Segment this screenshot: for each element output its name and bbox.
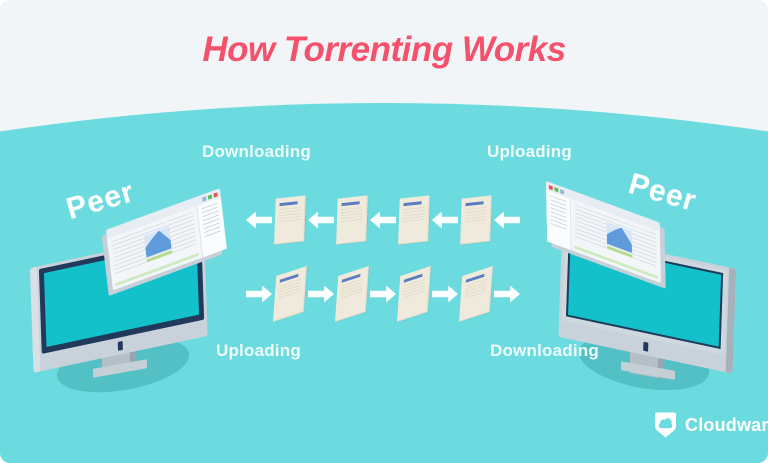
label-downloading-top: Downloading bbox=[202, 142, 311, 161]
monitor-logo-icon bbox=[117, 340, 123, 351]
label-downloading-bottom: Downloading bbox=[490, 341, 599, 360]
file-flow-top bbox=[246, 192, 520, 248]
file-piece bbox=[335, 266, 369, 322]
label-uploading-top: Uploading bbox=[487, 142, 572, 161]
file-piece bbox=[274, 195, 306, 245]
window-close-icon bbox=[213, 191, 218, 198]
arrow-right-icon bbox=[246, 285, 272, 303]
window-close-icon bbox=[548, 184, 553, 190]
arrow-left-icon bbox=[308, 211, 334, 229]
window-minimize-icon bbox=[202, 195, 207, 202]
page-title: How Torrenting Works bbox=[202, 30, 566, 69]
file-piece bbox=[460, 195, 492, 245]
file-piece bbox=[397, 266, 431, 322]
file-flow-bottom bbox=[246, 266, 520, 322]
file-piece bbox=[398, 195, 430, 245]
window-minimize-icon bbox=[560, 188, 564, 194]
arrow-right-icon bbox=[432, 285, 458, 303]
arrow-right-icon bbox=[370, 285, 396, 303]
arrow-right-icon bbox=[308, 285, 334, 303]
label-uploading-bottom: Uploading bbox=[216, 341, 301, 360]
file-piece bbox=[336, 195, 368, 245]
arrow-right-icon bbox=[494, 285, 520, 303]
arrow-left-icon bbox=[432, 211, 458, 229]
monitor-logo-icon bbox=[643, 341, 649, 352]
window-maximize-icon bbox=[207, 193, 213, 200]
arrow-left-icon bbox=[494, 211, 520, 229]
cloudwards-logo: Cloudwards bbox=[654, 412, 768, 438]
window-side-panel bbox=[546, 189, 572, 251]
window-maximize-icon bbox=[554, 186, 559, 192]
file-piece bbox=[273, 266, 307, 322]
file-piece bbox=[459, 266, 493, 322]
arrow-left-icon bbox=[370, 211, 396, 229]
cloud-shield-icon bbox=[655, 412, 676, 438]
arrow-left-icon bbox=[246, 211, 272, 229]
brand-name: Cloudwards bbox=[685, 414, 768, 435]
